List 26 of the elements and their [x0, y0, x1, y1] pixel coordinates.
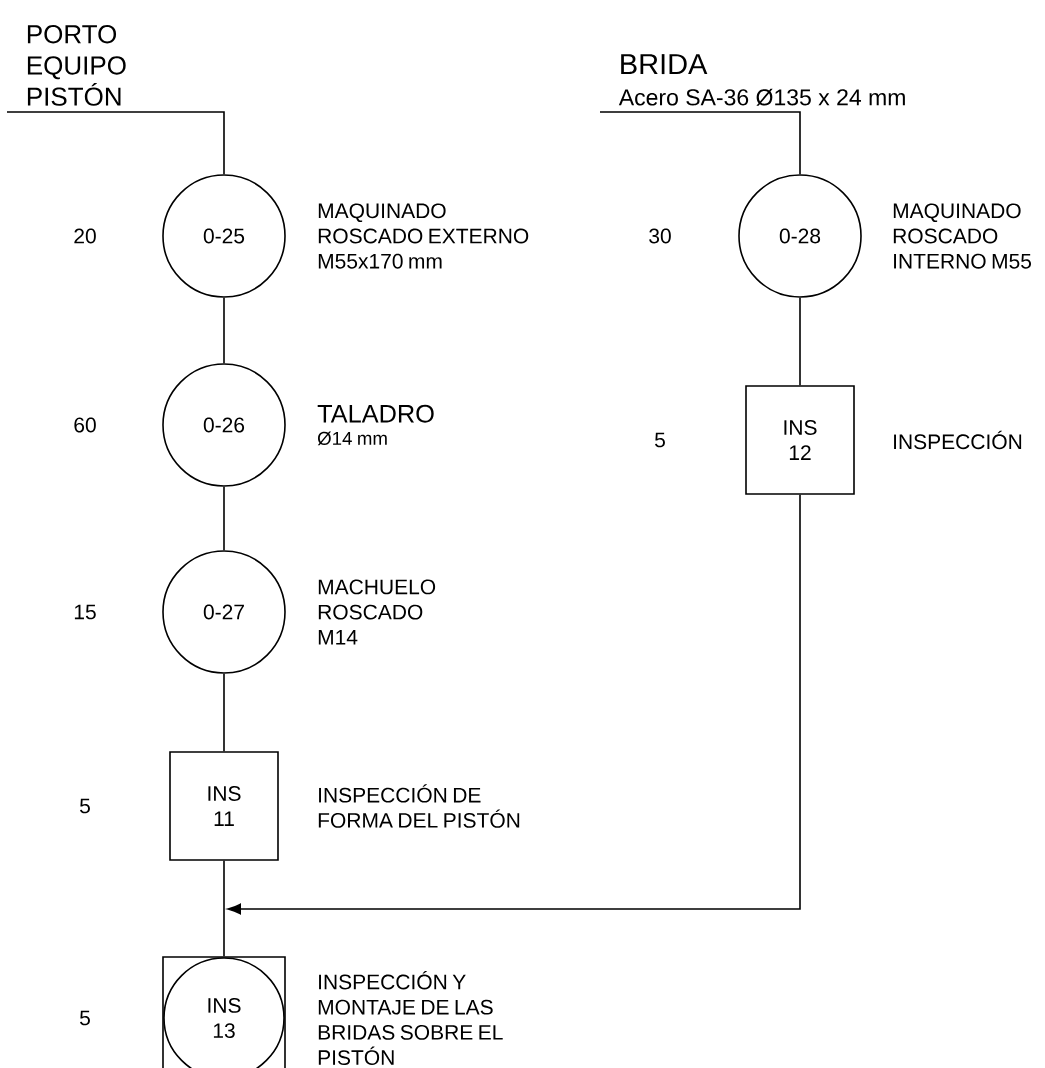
time-value: 15 — [74, 604, 96, 620]
time-value: 30 — [649, 228, 671, 244]
connector-line — [223, 297, 225, 364]
connector-line — [223, 673, 225, 752]
time-value: 5 — [655, 432, 665, 448]
heading-text: BRIDA Acero SA-36 Ø135 x 24 mm — [618, 54, 905, 106]
inspection-box: INS 12 — [745, 385, 855, 495]
time-value: 60 — [74, 417, 96, 433]
description-text: INSPECCIÓN DE FORMA DEL PISTÓN — [318, 784, 520, 828]
description-text: INSPECCIÓN Y MONTAJE DE LAS BRIDAS SOBRE EL PISTÓN — [318, 971, 503, 1065]
inspection-box: INS 11 — [169, 751, 279, 861]
description-text: MACHUELO ROSCADO M14 — [318, 579, 436, 645]
time-value: 20 — [74, 228, 96, 244]
heading-text: PORTO EQUIPO PISTÓN — [27, 25, 126, 106]
connector-line — [223, 486, 225, 551]
connector-line — [799, 297, 801, 386]
connector-line — [227, 494, 801, 915]
connector-line — [223, 860, 225, 957]
time-value: 5 — [80, 1010, 90, 1026]
description-text: INSPECCIÓN — [894, 430, 1022, 450]
description-text: TALADRO Ø14 mm — [317, 404, 434, 446]
connector-line — [6, 111, 225, 175]
description-text: MAQUINADO ROSCADO EXTERNO M55x170 mm — [318, 203, 529, 269]
time-value: 5 — [80, 798, 90, 814]
description-text: MAQUINADO ROSCADO INTERNO M55 — [893, 203, 1031, 269]
connector-line — [599, 111, 801, 175]
